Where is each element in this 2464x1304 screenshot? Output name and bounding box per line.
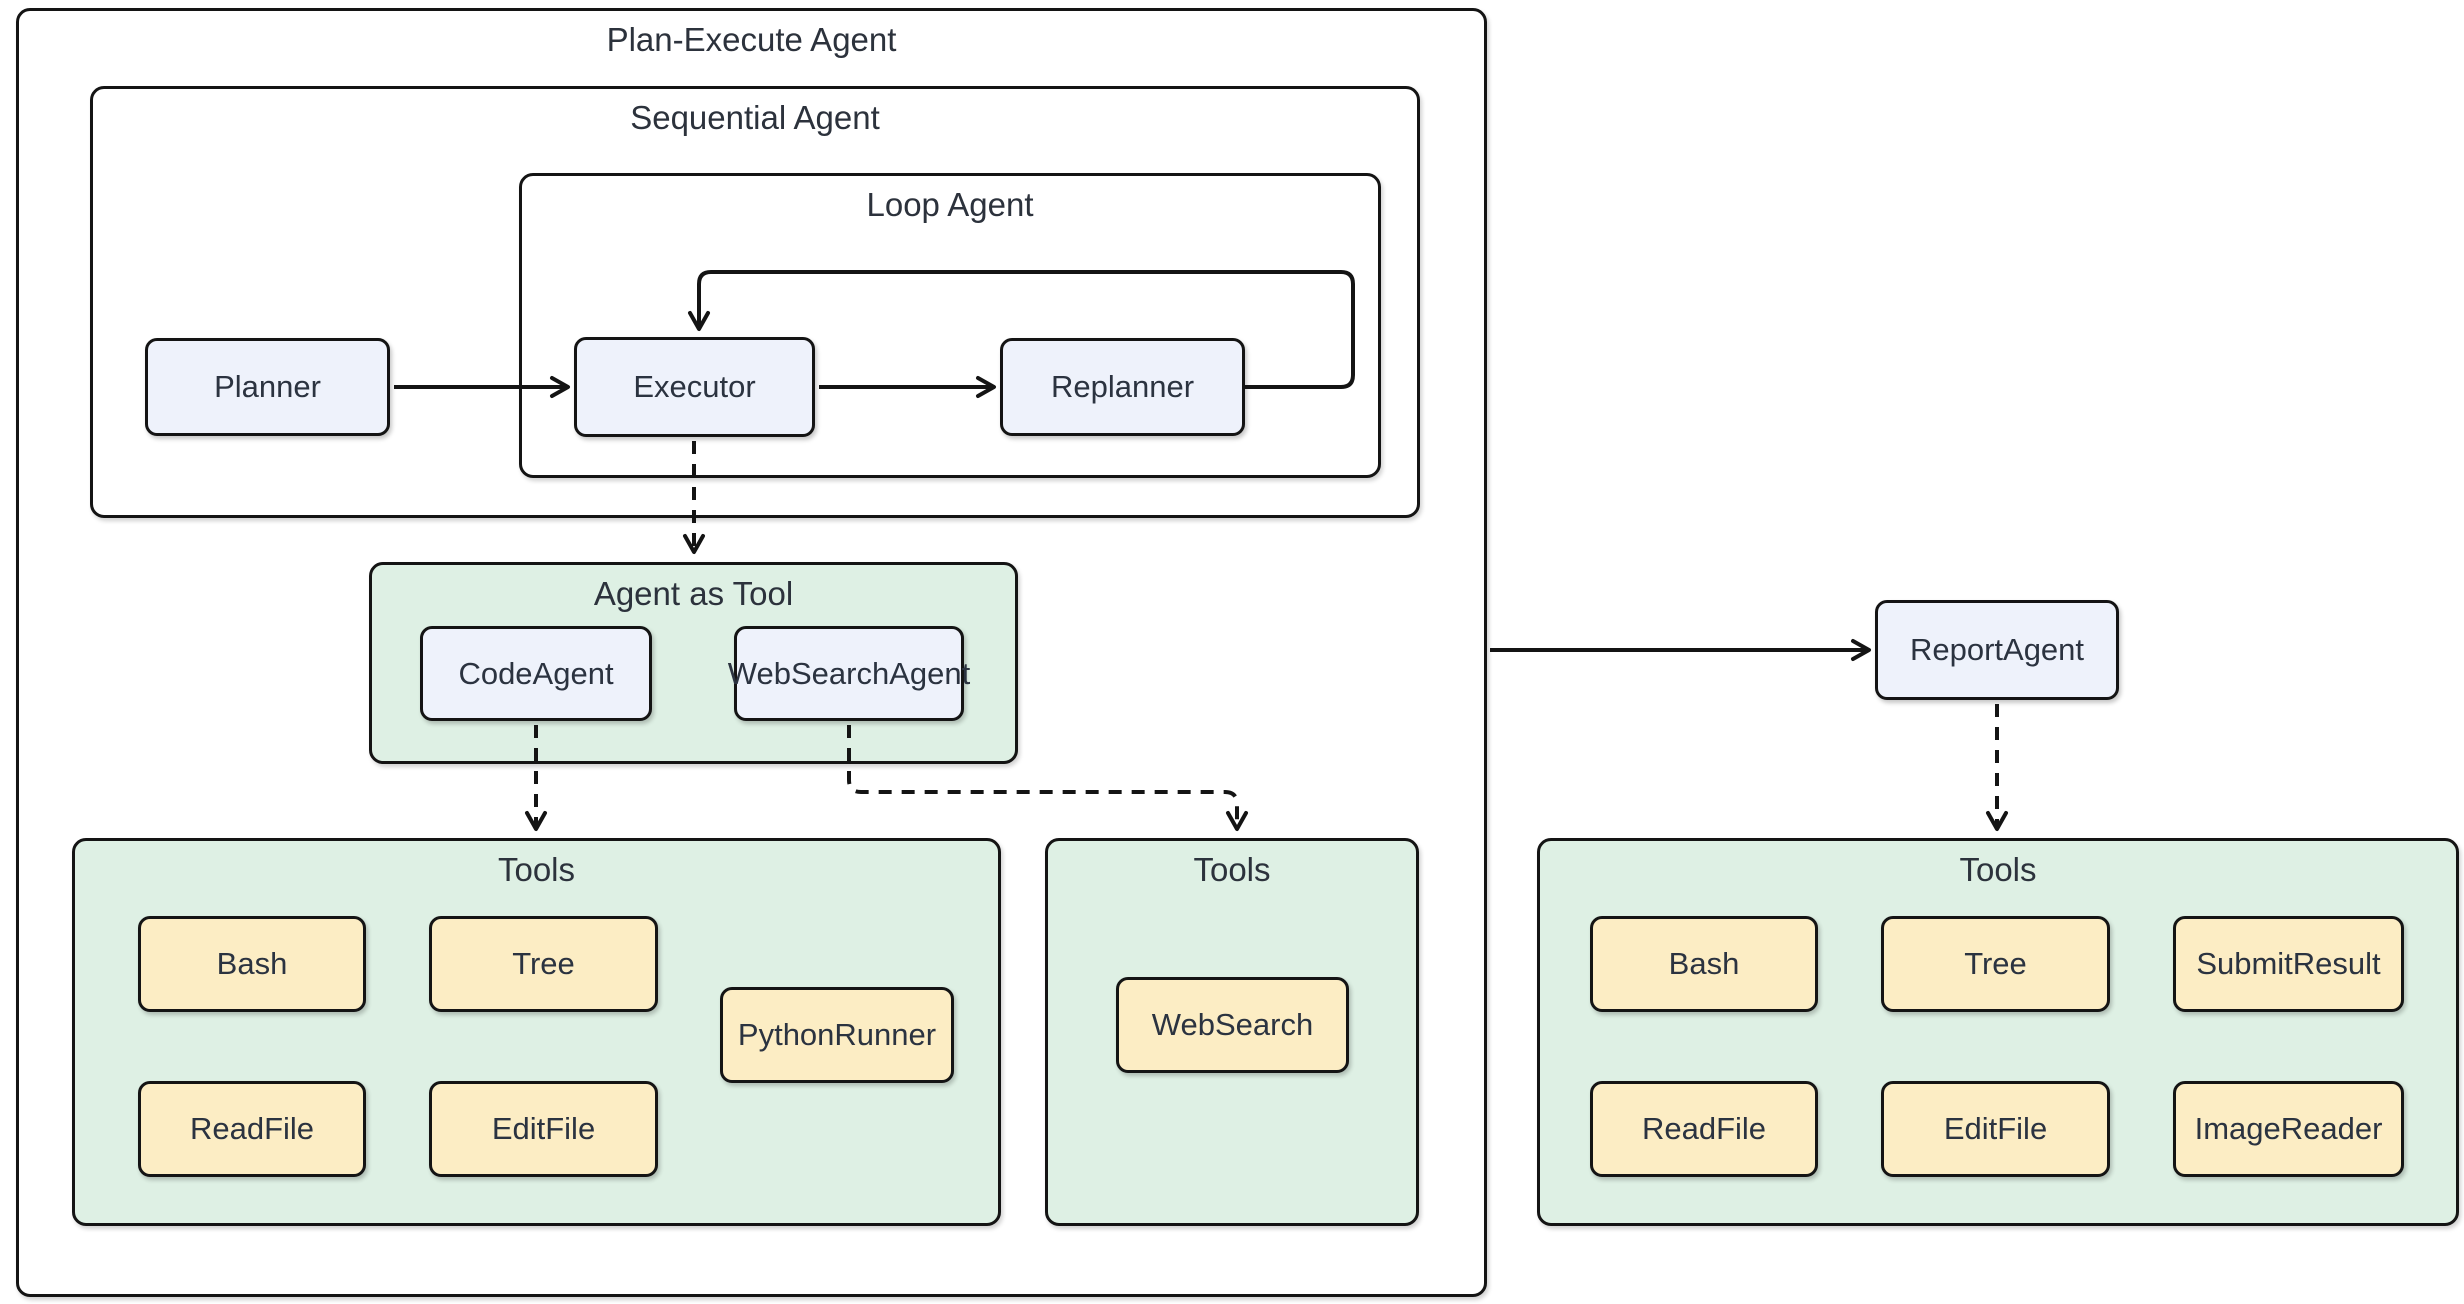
tool-websearch: WebSearch (1116, 977, 1349, 1073)
node-planner: Planner (145, 338, 390, 436)
tools-middle-title: Tools (1193, 851, 1271, 888)
node-websearchagent: WebSearchAgent (728, 626, 970, 721)
node-executor: Executor (574, 337, 815, 437)
node-reportagent: ReportAgent (1875, 600, 2119, 700)
tool-bash-right: Bash (1590, 916, 1818, 1012)
tool-bash: Bash (138, 916, 366, 1012)
tool-imagereader: ImageReader (2173, 1081, 2404, 1177)
agent-as-tool-title: Agent as Tool (593, 575, 794, 612)
tool-submitresult: SubmitResult (2173, 916, 2404, 1012)
tool-editfile: EditFile (429, 1081, 658, 1177)
tool-readfile: ReadFile (138, 1081, 366, 1177)
tools-right-title: Tools (1959, 851, 2037, 888)
tools-left-title: Tools (497, 851, 576, 888)
plan-execute-agent-title: Plan-Execute Agent (606, 21, 897, 58)
node-replanner: Replanner (1000, 338, 1245, 436)
sequential-agent-title: Sequential Agent (630, 99, 880, 136)
tool-pythonrunner: PythonRunner (720, 987, 954, 1083)
loop-agent-title: Loop Agent (866, 186, 1034, 223)
tool-tree: Tree (429, 916, 658, 1012)
tool-editfile-right: EditFile (1881, 1081, 2110, 1177)
tool-readfile-right: ReadFile (1590, 1081, 1818, 1177)
node-codeagent: CodeAgent (420, 626, 652, 721)
tool-tree-right: Tree (1881, 916, 2110, 1012)
